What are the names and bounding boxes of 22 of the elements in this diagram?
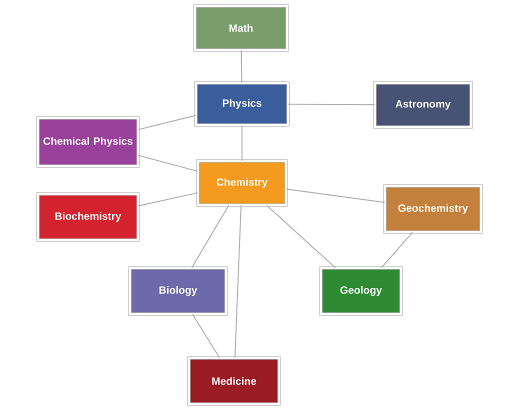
subject-box: Astronomy [373,81,473,129]
subject-box: Medicine [187,356,281,406]
connector-line [381,232,413,268]
connector-line [191,204,230,268]
connector-line [288,104,375,106]
subject-box: Chemistry [196,159,288,207]
connector-line [234,205,242,358]
subject-box: Geochemistry [383,184,483,234]
connector-line [286,188,385,203]
connector-line [266,204,336,268]
connector-line [192,314,220,358]
connector-line [138,154,198,172]
subject-box: Math [193,4,289,52]
connector-line [241,125,243,161]
connector-line [240,50,242,83]
subject-box: Chemical Physics [36,116,140,168]
connector-line [138,192,198,206]
subject-box: Biology [128,266,228,316]
subject-box: Physics [194,81,290,127]
subject-box: Geology [319,266,403,316]
subject-box: Biochemistry [36,192,140,242]
connector-line [138,114,196,130]
